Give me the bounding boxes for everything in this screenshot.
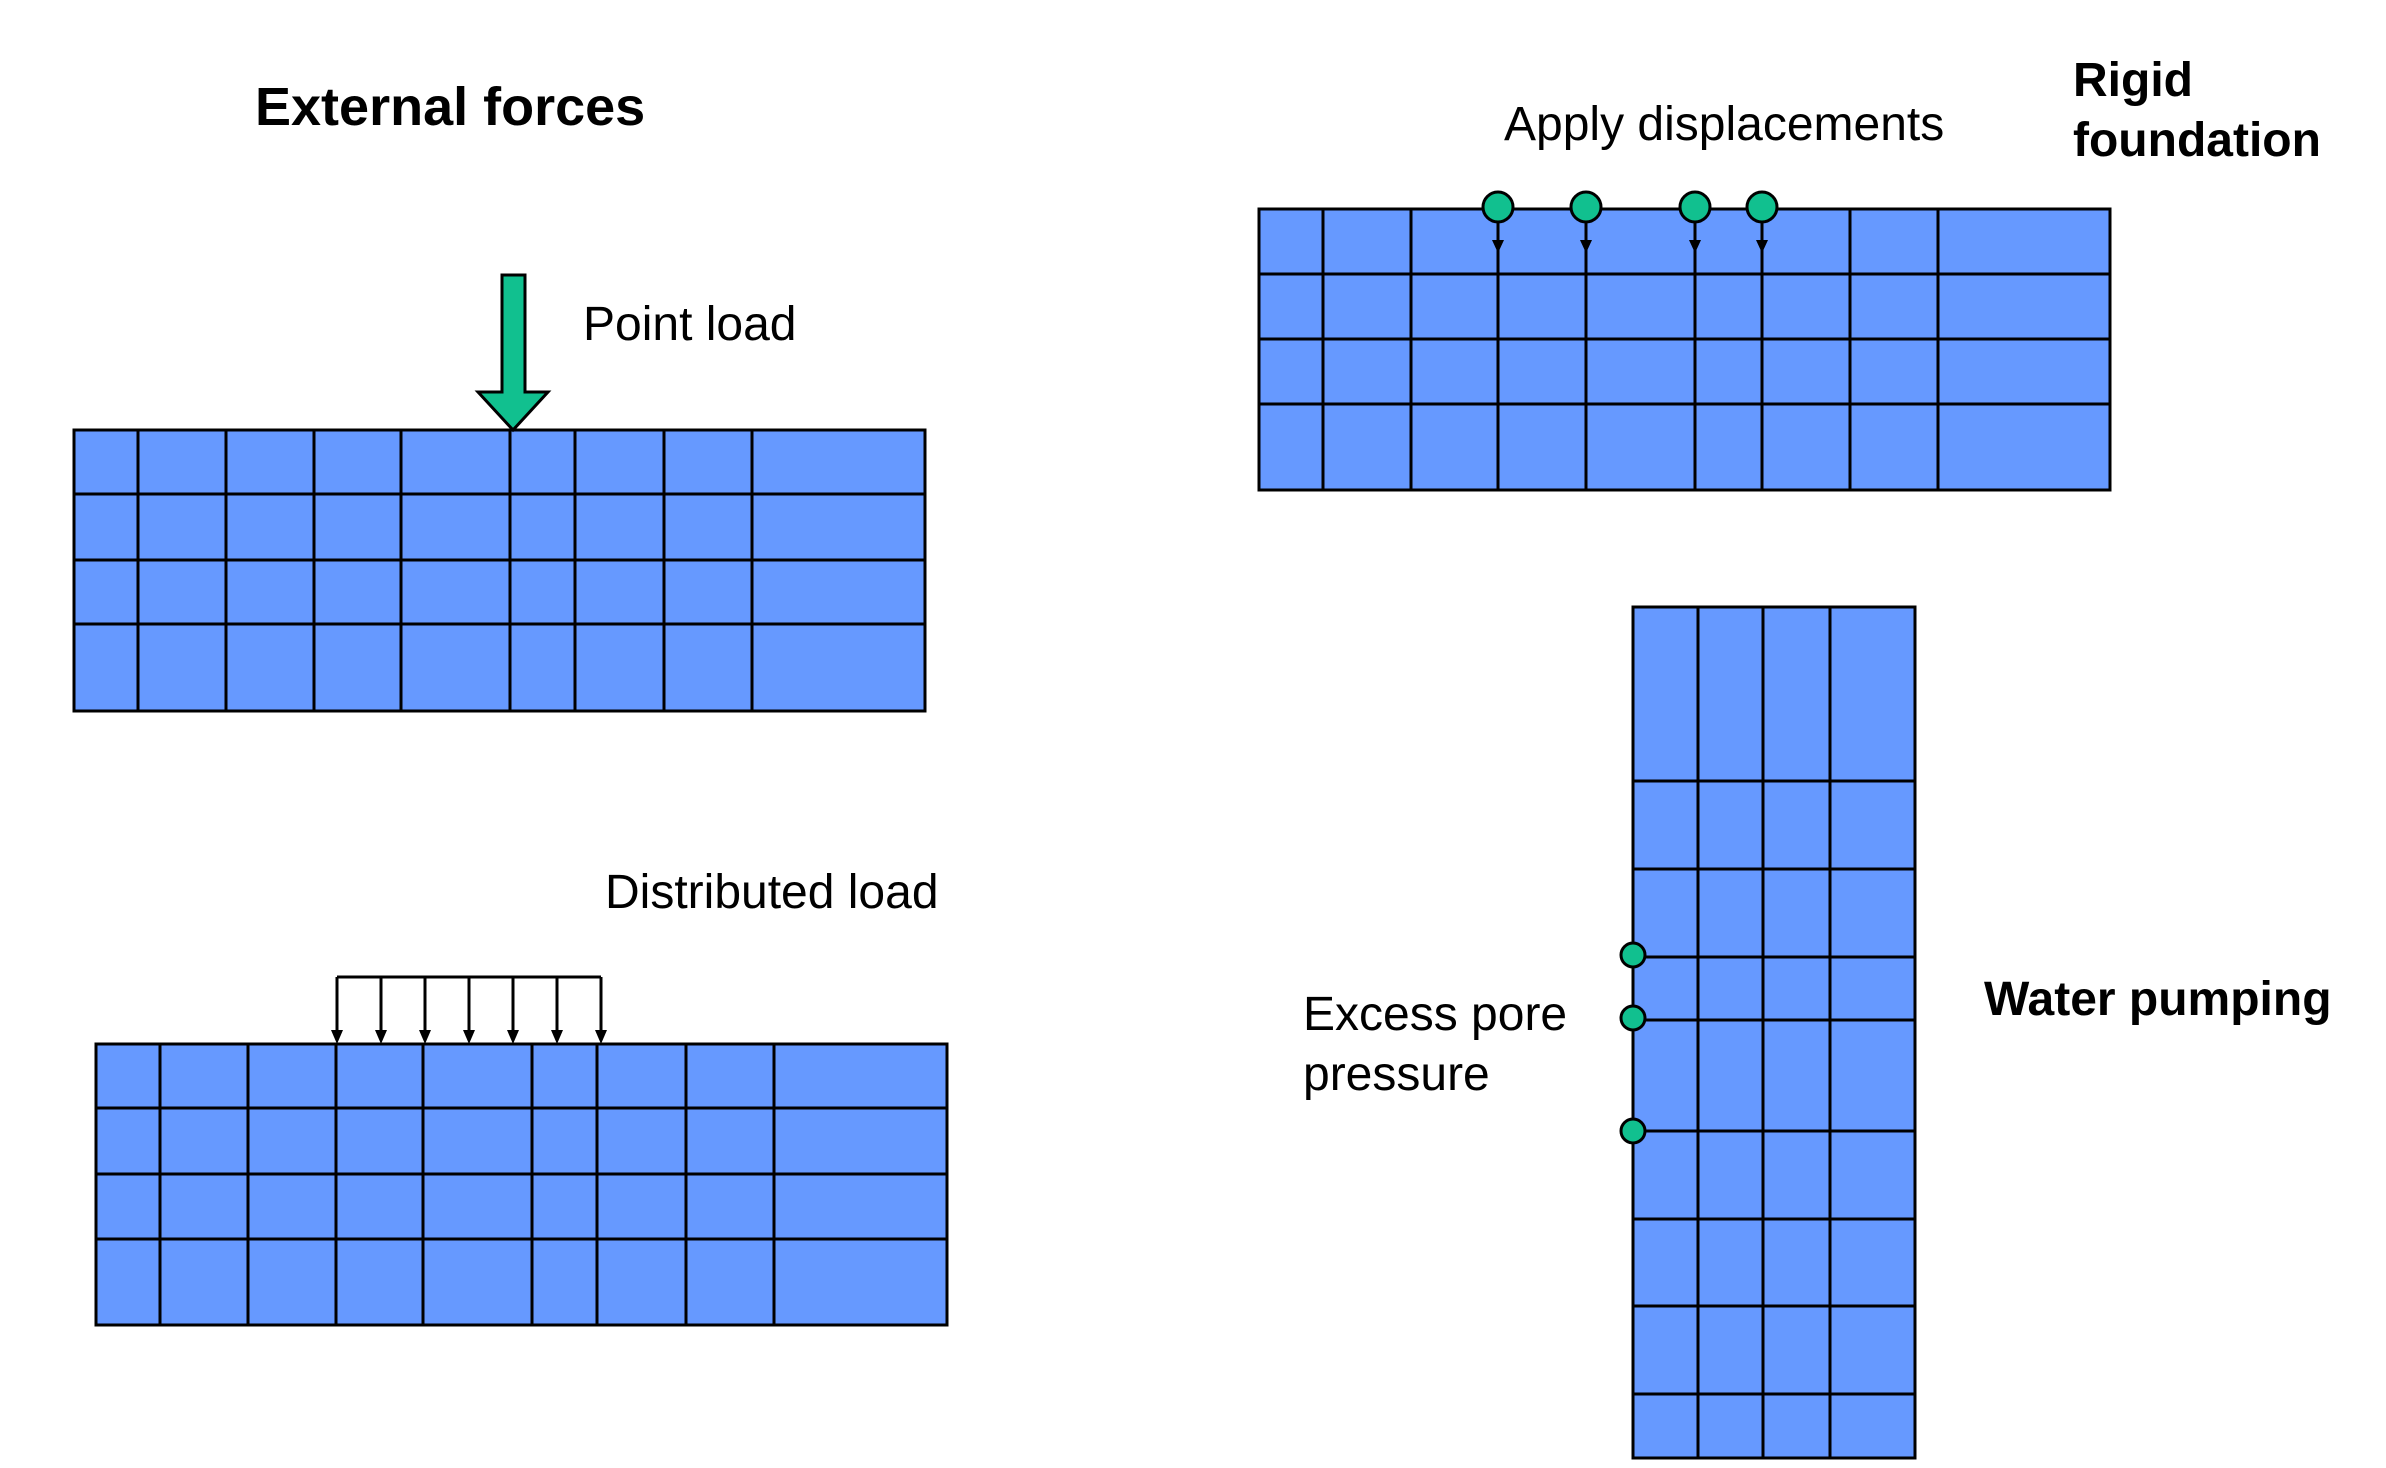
distributed-load-label: Distributed load bbox=[605, 866, 939, 919]
load-arrowhead bbox=[419, 1030, 431, 1044]
load-arrowhead bbox=[375, 1030, 387, 1044]
displacement-node-marker bbox=[1569, 190, 1603, 224]
displacement-arrowhead bbox=[1492, 240, 1504, 253]
load-arrowhead bbox=[463, 1030, 475, 1044]
displacement-markers bbox=[1481, 190, 1779, 253]
displacement-node-marker bbox=[1745, 190, 1779, 224]
point-load-mesh bbox=[72, 428, 927, 713]
load-arrowhead bbox=[551, 1030, 563, 1044]
displacement-node-marker bbox=[1678, 190, 1712, 224]
mesh-body bbox=[72, 428, 927, 713]
rigid-foundation-mesh bbox=[1257, 207, 2112, 492]
point-load-arrow bbox=[474, 273, 552, 433]
distributed-load-arrows bbox=[331, 975, 607, 1044]
rigid-foundation-label-line1: Rigid bbox=[2073, 54, 2193, 107]
load-arrowhead bbox=[331, 1030, 343, 1044]
pore-pressure-node-marker bbox=[1619, 1004, 1647, 1032]
mesh-body bbox=[1257, 207, 2112, 492]
excess-pore-pressure-label-line1: Excess pore bbox=[1303, 988, 1567, 1041]
pore-pressure-node-marker bbox=[1619, 941, 1647, 969]
water-pumping-label: Water pumping bbox=[1984, 973, 2332, 1026]
displacement-node-marker bbox=[1481, 190, 1515, 224]
excess-pore-pressure-label-line2: pressure bbox=[1303, 1048, 1490, 1101]
mesh-body bbox=[1631, 605, 1917, 1460]
distributed-load-mesh bbox=[94, 1042, 949, 1327]
apply-displacements-label: Apply displacements bbox=[1504, 98, 1944, 151]
rigid-foundation-label-line2: foundation bbox=[2073, 114, 2321, 167]
load-arrowhead bbox=[507, 1030, 519, 1044]
load-arrowhead bbox=[595, 1030, 607, 1044]
displacement-arrowhead bbox=[1756, 240, 1768, 253]
displacement-arrowhead bbox=[1580, 240, 1592, 253]
point-load-label: Point load bbox=[583, 298, 797, 351]
external-forces-title: External forces bbox=[255, 77, 645, 137]
water-pumping-mesh bbox=[1631, 605, 1917, 1460]
pore-pressure-node-marker bbox=[1619, 1117, 1647, 1145]
mesh-body bbox=[94, 1042, 949, 1327]
pore-pressure-markers bbox=[1619, 941, 1647, 1145]
displacement-arrowhead bbox=[1689, 240, 1701, 253]
